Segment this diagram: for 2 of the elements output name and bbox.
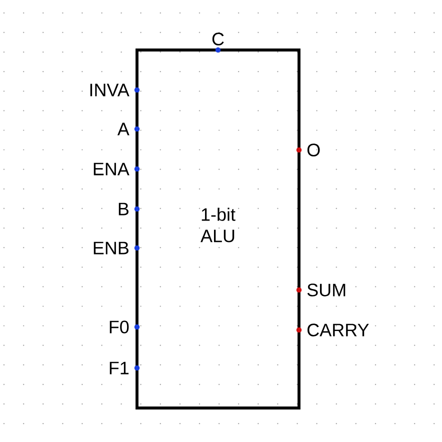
block-label: 1-bit ALU xyxy=(200,208,236,242)
alu-block xyxy=(136,48,300,410)
